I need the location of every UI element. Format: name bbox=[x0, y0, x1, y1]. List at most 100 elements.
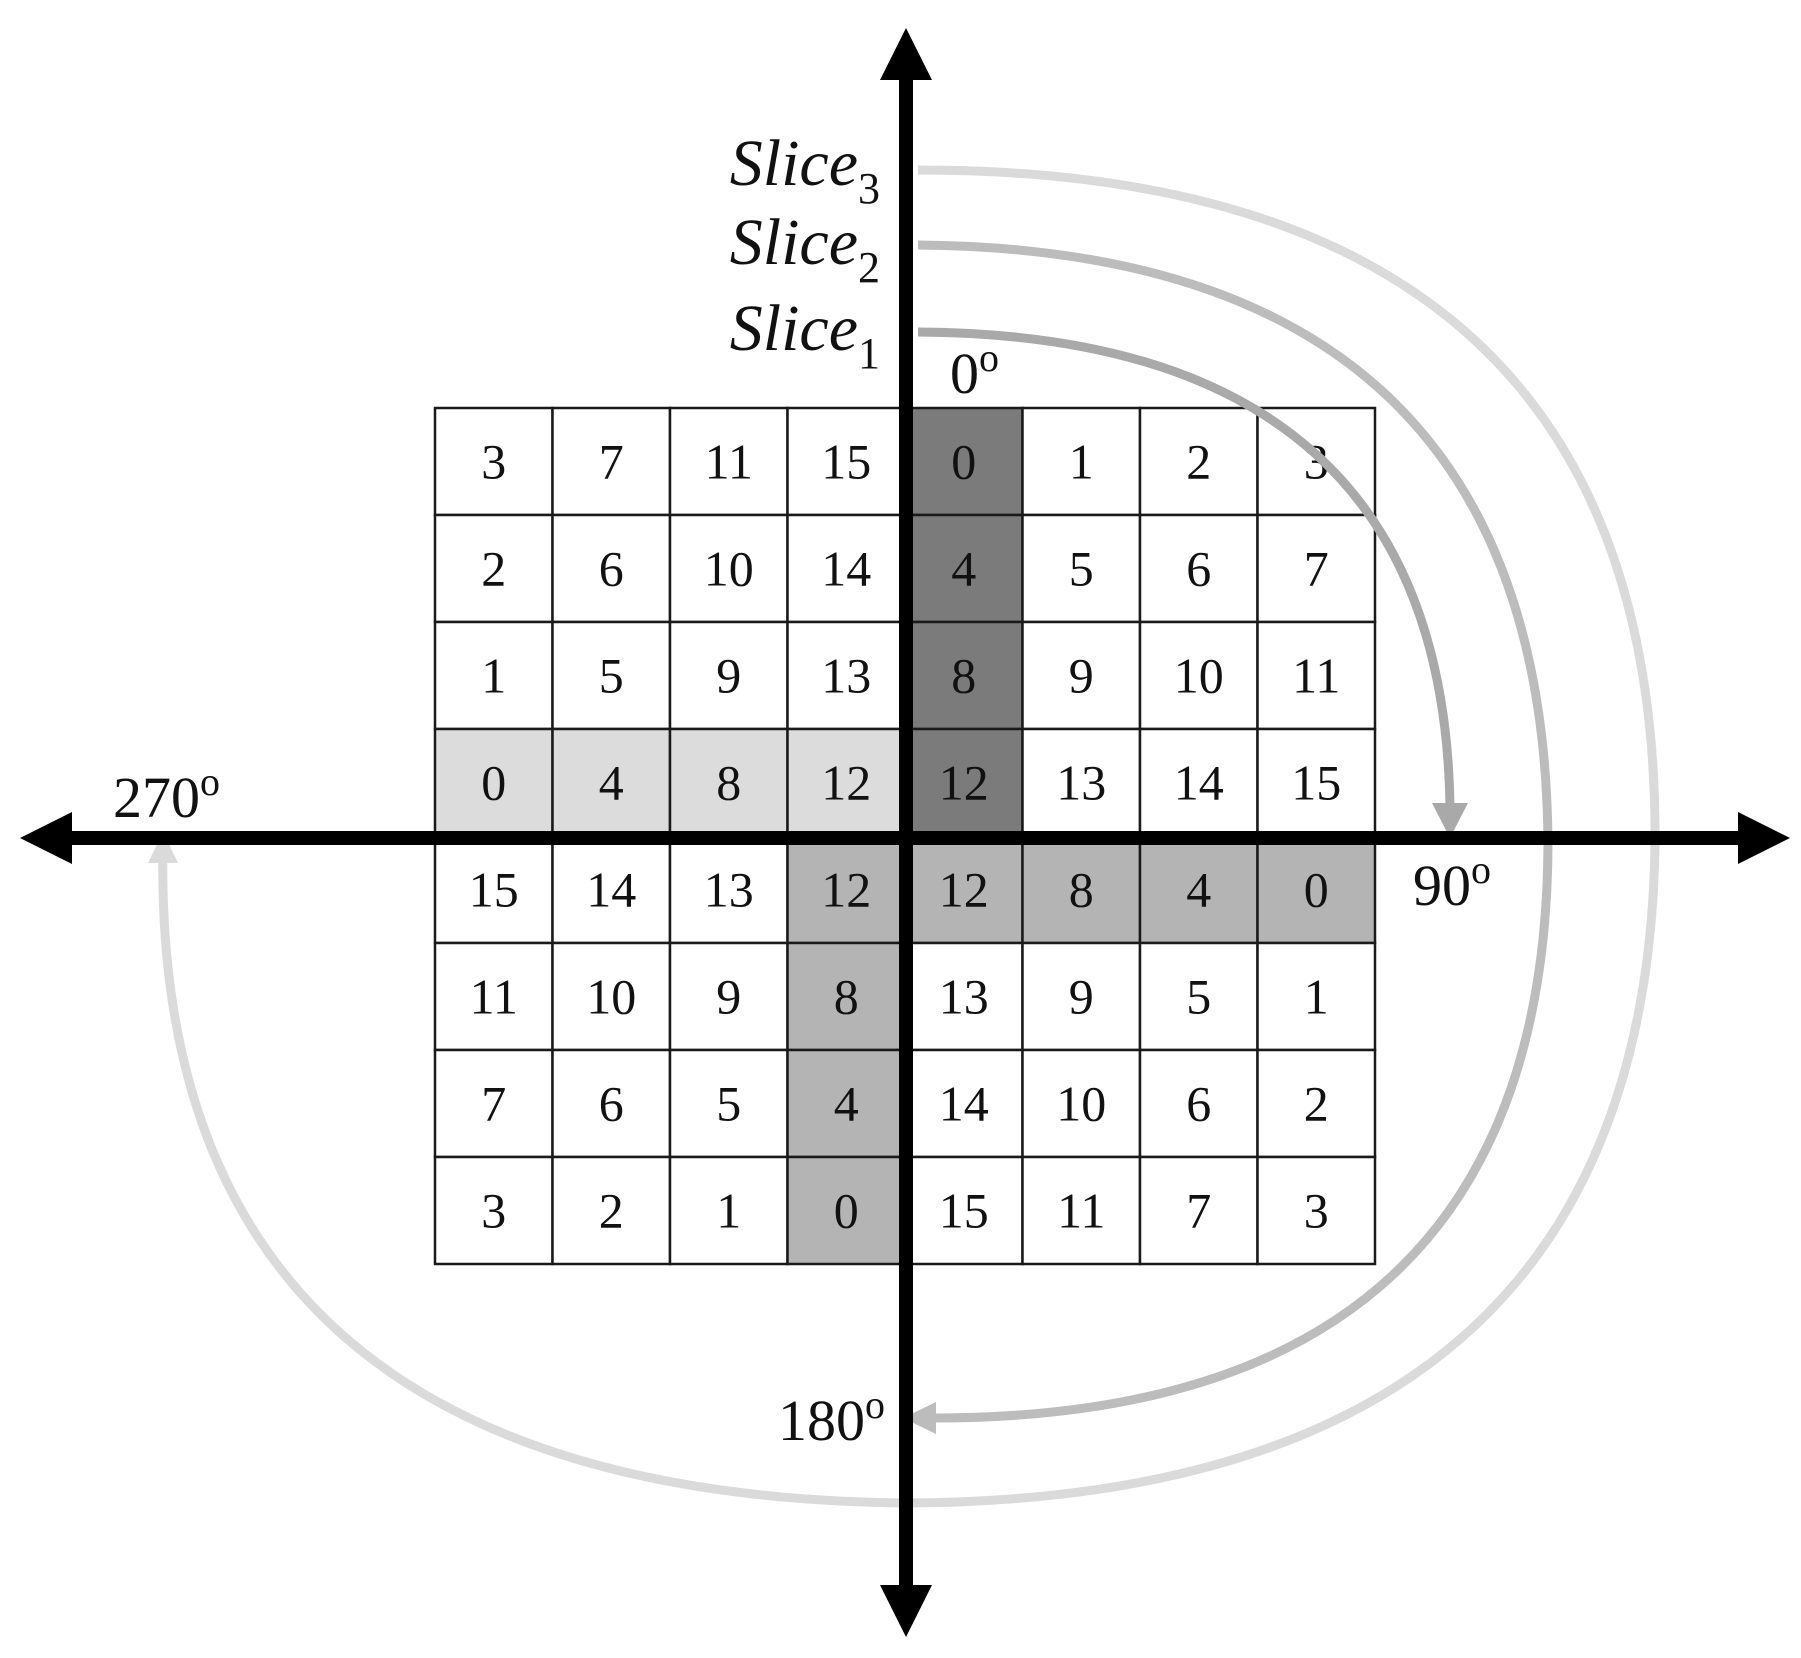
grid-value-r6c2: 5 bbox=[716, 1076, 741, 1132]
grid-value-r2c5: 9 bbox=[1069, 648, 1094, 704]
grid-cell-r3c7 bbox=[1256, 727, 1377, 838]
grid-value-r1c7: 7 bbox=[1304, 541, 1329, 597]
grid-value-r2c3: 13 bbox=[821, 648, 871, 704]
slice2-arrowhead bbox=[903, 1402, 936, 1434]
grid-cell-r4c0 bbox=[433, 834, 554, 945]
slice1-label: Slice1 bbox=[730, 292, 880, 378]
grid-cell-r3c3 bbox=[786, 727, 907, 838]
grid-value-r5c3: 8 bbox=[834, 969, 859, 1025]
grid-value-r3c4: 12 bbox=[939, 755, 989, 811]
angle-0-label: 0o bbox=[950, 335, 999, 406]
grid-cell-r3c2 bbox=[668, 727, 789, 838]
grid-value-r1c2: 10 bbox=[704, 541, 754, 597]
grid-value-r5c4: 13 bbox=[939, 969, 989, 1025]
grid-value-r1c1: 6 bbox=[599, 541, 624, 597]
grid-value-r0c2: 11 bbox=[705, 434, 753, 490]
slice1-arrowhead bbox=[1432, 803, 1468, 838]
grid-value-r6c4: 14 bbox=[939, 1076, 989, 1132]
grid-cell-r4c5 bbox=[1021, 834, 1142, 945]
grid-value-r2c2: 9 bbox=[716, 648, 741, 704]
angle-270-label: 270o bbox=[113, 759, 220, 830]
grid-cell-r6c3 bbox=[786, 1048, 907, 1159]
grid-cell-r6c7 bbox=[1256, 1048, 1377, 1159]
grid-value-r4c3: 12 bbox=[821, 862, 871, 918]
grid-cell-r7c7 bbox=[1256, 1155, 1377, 1266]
grid-cell-r5c0 bbox=[433, 941, 554, 1052]
grid-value-r7c1: 2 bbox=[599, 1183, 624, 1239]
grid-value-r4c2: 13 bbox=[704, 862, 754, 918]
grid-value-r0c6: 2 bbox=[1186, 434, 1211, 490]
grid-value-r5c1: 10 bbox=[586, 969, 636, 1025]
grid-value-r2c0: 1 bbox=[481, 648, 506, 704]
grid-value-r1c5: 5 bbox=[1069, 541, 1094, 597]
grid-value-r5c7: 1 bbox=[1304, 969, 1329, 1025]
grid-cell-r1c4 bbox=[903, 513, 1024, 624]
grid-value-r7c4: 15 bbox=[939, 1183, 989, 1239]
grid-value-r5c2: 9 bbox=[716, 969, 741, 1025]
slice1-rotation-arc bbox=[917, 327, 1455, 811]
grid-cell-r7c0 bbox=[433, 1155, 554, 1266]
slice2-label: Slice2 bbox=[730, 206, 880, 292]
grid-value-r7c6: 7 bbox=[1186, 1183, 1211, 1239]
grid-value-r7c0: 3 bbox=[481, 1183, 506, 1239]
grid-value-r6c3: 4 bbox=[834, 1076, 859, 1132]
slice3-rotation-arc bbox=[158, 165, 1660, 1508]
grid-cell-r2c0 bbox=[433, 620, 554, 731]
grid-cell-r2c6 bbox=[1138, 620, 1259, 731]
left-arrowhead bbox=[20, 812, 72, 864]
grid-cell-r7c2 bbox=[668, 1155, 789, 1266]
grid-value-r1c0: 2 bbox=[481, 541, 506, 597]
grid-value-r0c5: 1 bbox=[1069, 434, 1094, 490]
slice3-label: Slice3 bbox=[730, 127, 880, 213]
grid-cell-r0c0 bbox=[433, 406, 554, 517]
grid-value-r6c7: 2 bbox=[1304, 1076, 1329, 1132]
grid-cell-r1c5 bbox=[1021, 513, 1142, 624]
axes bbox=[20, 28, 1790, 1637]
grid-cell-r3c4 bbox=[903, 727, 1024, 838]
slice3-arrowhead bbox=[148, 832, 178, 863]
grid-value-r2c6: 10 bbox=[1174, 648, 1224, 704]
grid-cell-r7c4 bbox=[903, 1155, 1024, 1266]
grid-value-r1c6: 6 bbox=[1186, 541, 1211, 597]
grid-cell-r6c5 bbox=[1021, 1048, 1142, 1159]
right-arrowhead bbox=[1738, 812, 1790, 864]
grid-value-r0c0: 3 bbox=[481, 434, 506, 490]
grid-value-r4c1: 14 bbox=[586, 862, 636, 918]
grid-cell-r5c6 bbox=[1138, 941, 1259, 1052]
grid-cell-r1c6 bbox=[1138, 513, 1259, 624]
grid-cell-r7c3 bbox=[786, 1155, 907, 1266]
grid-value-r4c4: 12 bbox=[939, 862, 989, 918]
grid-value-r2c7: 11 bbox=[1292, 648, 1340, 704]
grid-value-r5c0: 11 bbox=[470, 969, 518, 1025]
grid-value-r3c1: 4 bbox=[599, 755, 624, 811]
grid-value-r5c6: 5 bbox=[1186, 969, 1211, 1025]
up-arrowhead bbox=[880, 28, 932, 80]
grid-value-r2c1: 5 bbox=[599, 648, 624, 704]
grid-cell-r6c4 bbox=[903, 1048, 1024, 1159]
grid-value-r7c2: 1 bbox=[716, 1183, 741, 1239]
grid-cell-r5c7 bbox=[1256, 941, 1377, 1052]
grid-cell-r1c7 bbox=[1256, 513, 1377, 624]
grid-value-r1c3: 14 bbox=[821, 541, 871, 597]
grid-value-r3c3: 12 bbox=[821, 755, 871, 811]
grid-cell-r2c4 bbox=[903, 620, 1024, 731]
grid-value-r3c6: 14 bbox=[1174, 755, 1224, 811]
angle-90-label: 90o bbox=[1413, 847, 1491, 918]
grid-cell-r7c1 bbox=[551, 1155, 672, 1266]
grid-value-r7c3: 0 bbox=[834, 1183, 859, 1239]
grid-value-r4c7: 0 bbox=[1304, 862, 1329, 918]
grid-value-r4c5: 8 bbox=[1069, 862, 1094, 918]
grid-value-r6c6: 6 bbox=[1186, 1076, 1211, 1132]
grid-value-r6c1: 6 bbox=[599, 1076, 624, 1132]
grid-cell-r7c6 bbox=[1138, 1155, 1259, 1266]
grid-value-r6c0: 7 bbox=[481, 1076, 506, 1132]
grid-cell-r5c5 bbox=[1021, 941, 1142, 1052]
grid-value-r6c5: 10 bbox=[1056, 1076, 1106, 1132]
grid-cell-r2c1 bbox=[551, 620, 672, 731]
grid-value-r0c1: 7 bbox=[599, 434, 624, 490]
grid-value-r7c5: 11 bbox=[1057, 1183, 1105, 1239]
grid-value-r3c7: 15 bbox=[1291, 755, 1341, 811]
grid-value-r3c5: 13 bbox=[1056, 755, 1106, 811]
